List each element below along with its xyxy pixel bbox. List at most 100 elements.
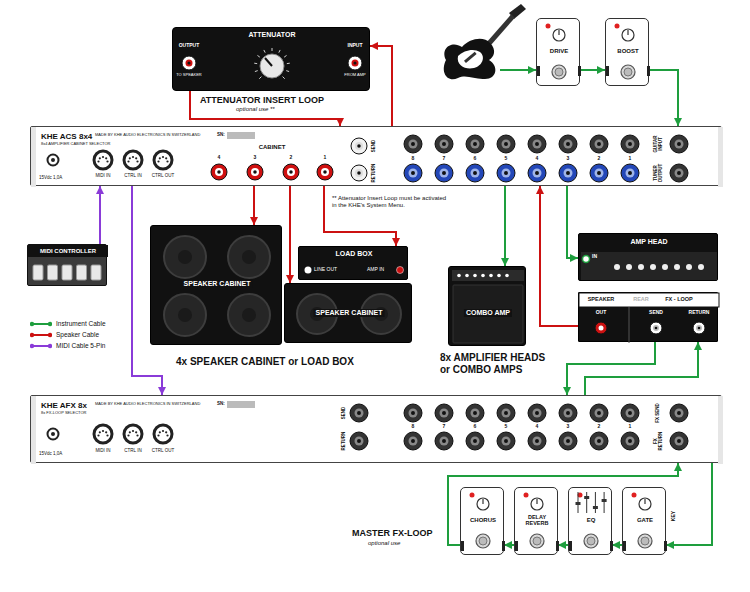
pedal-jack [606, 66, 609, 76]
device-label: FX SEND [655, 402, 660, 424]
annotation: optional use ** [236, 106, 275, 113]
cable-sample [32, 323, 50, 325]
eq-slider [595, 492, 596, 513]
jack-socket [670, 432, 688, 450]
din-pin [136, 160, 138, 162]
device-drawing [449, 267, 527, 347]
jack-hole [597, 142, 601, 146]
rack-ear [718, 127, 723, 187]
footswitch-button [62, 265, 72, 280]
amp-knob [614, 264, 620, 270]
legend-text: Speaker Cable [56, 331, 99, 338]
jack-hole [253, 170, 257, 174]
jack-hole [217, 170, 221, 174]
jack-hole [411, 439, 415, 443]
jack-ring [564, 437, 573, 446]
cable-connector [370, 46, 392, 126]
din-pin [106, 434, 108, 436]
guitar-pickguard [458, 50, 483, 69]
din-pin [127, 434, 129, 436]
pedal-box: BOOST [605, 18, 649, 86]
device-label: 15Vdc 1,0A [39, 451, 62, 456]
din-socket [124, 151, 142, 169]
jack-socket [351, 165, 367, 181]
cable-sample [32, 334, 50, 336]
amp-knob [662, 264, 668, 270]
jack-hole [504, 439, 508, 443]
jack-ring [595, 409, 604, 418]
device-label: RETURN [689, 310, 710, 316]
power-jack [51, 432, 55, 436]
jack-ring [186, 60, 193, 67]
speaker-cone [164, 236, 206, 278]
jack-hole [677, 411, 681, 415]
knob-tick [286, 70, 289, 72]
panel-header [579, 293, 719, 307]
serial-plate [227, 132, 255, 139]
jack-ring [502, 140, 511, 149]
amp-knob [626, 264, 632, 270]
din-pin [135, 157, 137, 159]
device-label: CTRL IN [124, 173, 141, 178]
knob-tick [264, 50, 265, 53]
eq-slider-knob [576, 502, 581, 505]
jack-ring [675, 140, 684, 149]
panel-divider [629, 307, 630, 343]
jack-hole [597, 171, 601, 175]
pedal-box: EQ [568, 487, 612, 555]
power-jack [48, 155, 59, 166]
device-label: 4 [536, 156, 539, 162]
pedal-jack [556, 541, 559, 551]
jack-hole [535, 171, 539, 175]
control-panel [581, 252, 717, 280]
jack-socket [528, 164, 546, 182]
knob-tick [284, 55, 286, 57]
amp-knob [638, 264, 644, 270]
annotation: 4x SPEAKER CABINET or LOAD BOX [176, 356, 354, 368]
pedal-jack [664, 541, 667, 551]
jack-hole [677, 142, 681, 146]
jack-ring [564, 409, 573, 418]
device-label: 8x4 AMPLIFIER CABINET SELECTOR [41, 142, 110, 147]
knob-tick [287, 63, 290, 64]
jack-ring [409, 409, 418, 418]
jack-ring [675, 169, 684, 178]
cable-connector [585, 342, 698, 395]
amp-knob [674, 264, 680, 270]
jack-ring [355, 437, 364, 446]
annotation: optional use [368, 540, 400, 547]
pedal-jack [461, 541, 464, 551]
din-pin [97, 160, 99, 162]
jack-socket [435, 164, 453, 182]
din-pin [102, 430, 104, 432]
serial-plate [227, 401, 255, 408]
rack-unit: KHE ACS 8x48x4 AMPLIFIER CABINET SELECTO… [30, 126, 722, 186]
jack-ring [355, 169, 363, 177]
jack-socket [435, 135, 453, 153]
device-label: 3 [567, 156, 570, 162]
jack-socket [466, 432, 484, 450]
load-box: LOAD BOXLINE OUTAMP IN [298, 246, 408, 280]
pedal-box: GATEKEY [622, 487, 666, 555]
jack-socket [559, 404, 577, 422]
cable-sample [32, 345, 50, 347]
jack-hole [289, 170, 293, 174]
device-label: EQ [587, 517, 596, 524]
eq-slider-knob [584, 496, 589, 499]
jack-socket [404, 164, 422, 182]
device-label: 6 [474, 424, 477, 430]
jack-socket [693, 322, 705, 334]
jack-ring [675, 409, 684, 418]
din-pin [102, 156, 104, 158]
device-label: CHORUS [470, 517, 496, 524]
din-pin [99, 157, 101, 159]
amp-rear-panel: SPEAKERREARFX - LOOPOUTSENDRETURN [578, 292, 718, 342]
device-label: SN: [217, 401, 225, 406]
jack-ring [471, 409, 480, 418]
cable-end [30, 332, 34, 336]
jack-socket [404, 135, 422, 153]
jack-ring [696, 325, 702, 331]
device-label: IN [592, 254, 597, 260]
jack-hole [473, 142, 477, 146]
jack-hole [411, 142, 415, 146]
